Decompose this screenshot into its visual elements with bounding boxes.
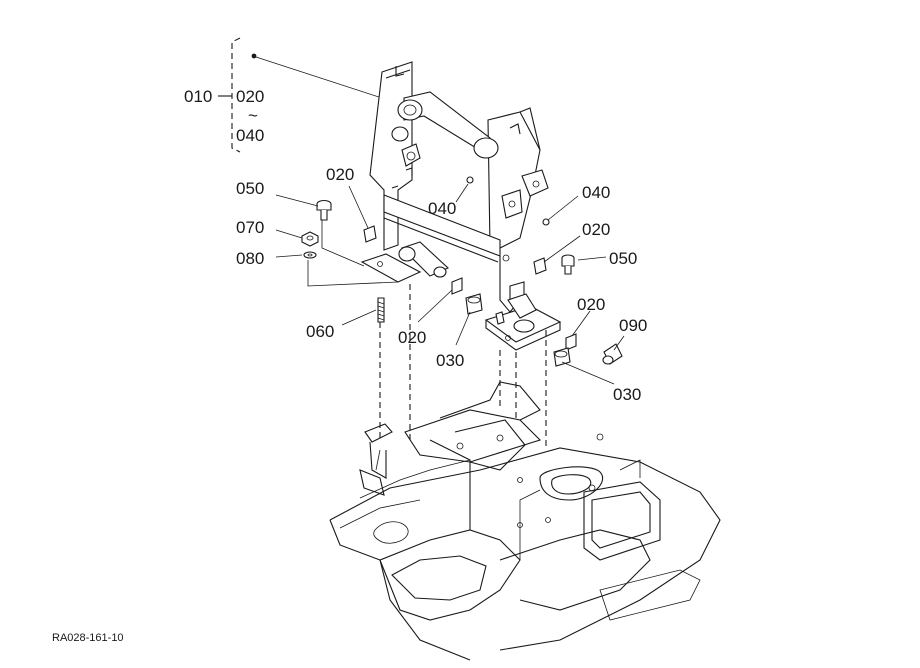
collar-030-a xyxy=(465,293,483,315)
callout-090: 090 xyxy=(619,316,647,335)
bolt-050-left xyxy=(316,199,332,221)
leader-lines xyxy=(275,183,625,450)
washer-080 xyxy=(303,251,317,259)
fitting-040-b xyxy=(542,218,550,226)
group-label-range-start: 020 xyxy=(236,87,264,106)
group-label-range-symbol: ~ xyxy=(248,106,258,125)
callout-labels: 020 050 070 080 060 020 030 040 040 020 … xyxy=(236,165,647,404)
upright-frame xyxy=(360,61,549,313)
callout-060: 060 xyxy=(306,322,334,341)
callout-040: 040 xyxy=(582,183,610,202)
spacer-020-a xyxy=(363,225,377,243)
fitting-040-a xyxy=(466,176,474,184)
spacer-020-c xyxy=(533,257,547,275)
spacer-020-b xyxy=(451,277,463,295)
group-bracket xyxy=(218,37,383,153)
nut-070 xyxy=(301,231,319,247)
base-lock-assembly xyxy=(359,423,393,496)
callout-040: 040 xyxy=(428,199,456,218)
callout-080: 080 xyxy=(236,249,264,268)
callout-020: 020 xyxy=(326,165,354,184)
right-lock-bracket xyxy=(484,293,562,351)
hardware-parts xyxy=(301,176,623,367)
stud-060 xyxy=(377,297,385,323)
callout-070: 070 xyxy=(236,218,264,237)
drawing-code: RA028-161-10 xyxy=(52,632,124,644)
base-bracket-plate xyxy=(404,381,542,530)
group-label-range-end: 040 xyxy=(236,126,264,145)
callout-030: 030 xyxy=(613,385,641,404)
callout-050: 050 xyxy=(609,249,637,268)
callout-020: 020 xyxy=(582,220,610,239)
callout-050: 050 xyxy=(236,179,264,198)
bolt-050-right xyxy=(561,254,575,275)
base-frame xyxy=(329,433,721,661)
callout-020: 020 xyxy=(577,295,605,314)
callout-030: 030 xyxy=(436,351,464,370)
callout-020: 020 xyxy=(398,328,426,347)
group-label-main: 010 xyxy=(184,87,212,106)
